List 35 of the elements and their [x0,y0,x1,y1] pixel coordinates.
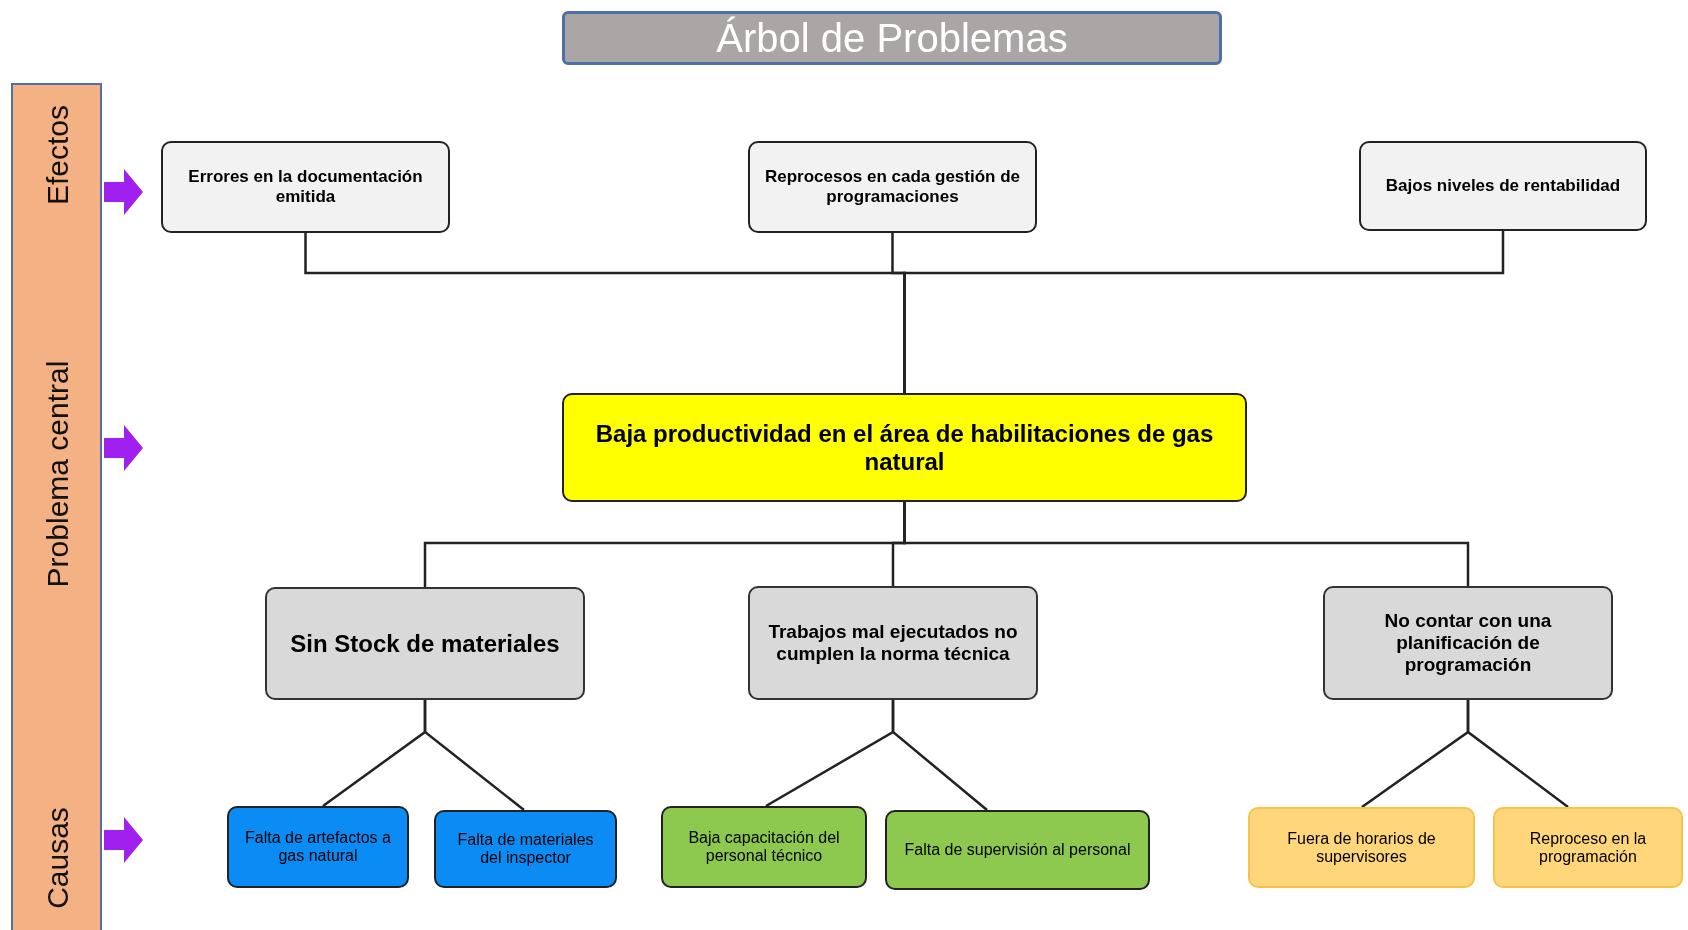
problem-box [1248,807,1475,888]
connector-line [891,700,988,811]
problem-box [562,393,1247,502]
box-text: Bajos niveles de rentabilidad [1385,176,1621,196]
box-text: Falta de materiales del inspector [456,831,595,867]
problem-box [1493,807,1683,888]
section-label: Efectos [41,104,75,206]
box-text: Trabajos mal ejecutados no cumplen la norma técnica [767,621,1019,665]
connector-line [903,231,1505,393]
connector-line [1466,700,1569,808]
problem-box [748,141,1037,233]
box-text: Baja capacitación del personal técnico [687,829,841,865]
problem-box [161,141,450,233]
problem-box [1323,586,1613,700]
problem-box [1359,141,1647,231]
box-text: Errores en la documentación emitida [187,167,424,207]
box-text: No contar con una planificación de programación [1383,610,1553,676]
problem-box [748,586,1038,700]
box-text: Falta de artefactos a gas natural [244,829,392,865]
box-text: Sin Stock de materiales [290,629,560,658]
box-text: Fuera de horarios de supervisores [1286,829,1437,866]
problem-box [434,810,617,888]
problem-box [227,806,409,888]
connector-line [903,502,1470,586]
problem-box [265,587,585,700]
problem-box [885,810,1150,890]
box-text: Falta de supervisión al personal [904,841,1131,859]
box-text: Baja productividad en el área de habilitaciones de gas natural [594,419,1215,476]
box-text: Reprocesos en cada gestión de programaciones [763,167,1022,207]
section-label: Problema central [41,360,75,588]
section-label: Causas [41,807,75,909]
connector-line [423,700,525,811]
problem-box [661,806,867,888]
box-text: Reproceso en la programación [1528,829,1648,866]
title: Árbol de Problemas [562,11,1222,65]
